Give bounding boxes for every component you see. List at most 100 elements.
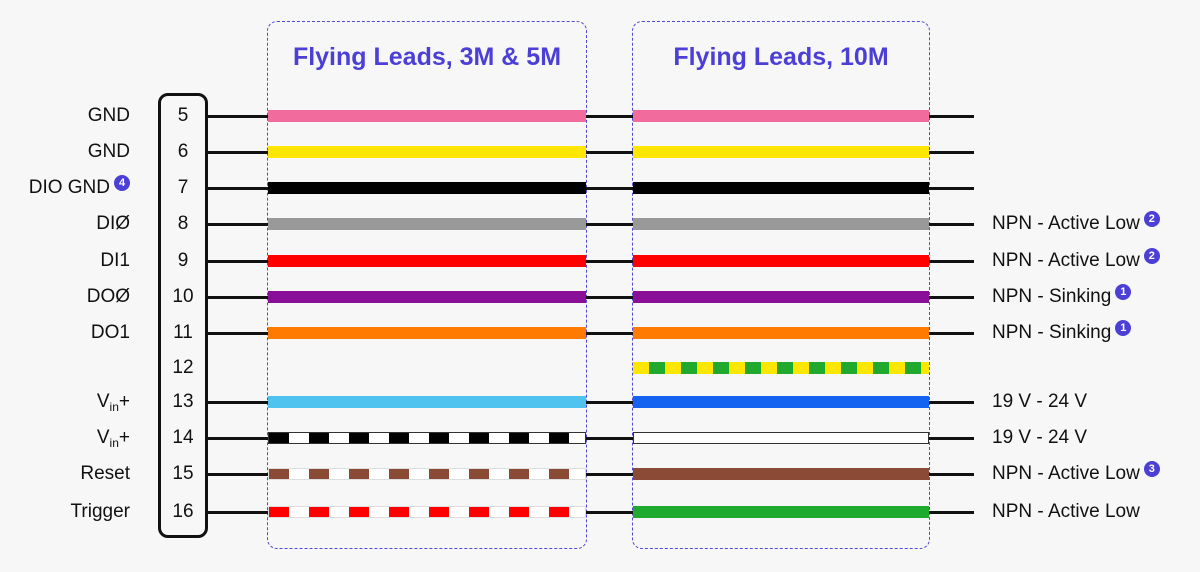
connector-line bbox=[208, 296, 270, 299]
pin-number: 6 bbox=[177, 141, 189, 162]
wire-10m bbox=[633, 182, 929, 194]
wire-10m bbox=[633, 291, 929, 303]
pin-number: 5 bbox=[177, 105, 189, 126]
signal-type-text: NPN - Active Low bbox=[992, 213, 1140, 234]
signal-type-text: NPN - Active Low bbox=[992, 250, 1140, 271]
wire-10m bbox=[633, 506, 929, 518]
wire-10m bbox=[633, 362, 929, 374]
wire-3m-5m bbox=[268, 291, 586, 303]
pin-signal-label: GND bbox=[88, 132, 130, 172]
signal-type-text: 19 V - 24 V bbox=[992, 391, 1088, 412]
connector-line bbox=[585, 437, 635, 440]
pin-signal-text: DIO GND bbox=[28, 177, 110, 198]
signal-type-text: NPN - Active Low bbox=[992, 501, 1140, 522]
connector-line bbox=[585, 223, 635, 226]
right-panel-title: Flying Leads, 10M bbox=[673, 43, 889, 71]
connector-line bbox=[208, 332, 270, 335]
pin-number: 8 bbox=[177, 213, 189, 234]
pin-signal-text: Trigger bbox=[70, 501, 130, 522]
connector-line bbox=[928, 223, 974, 226]
pin-signal-subscript: in bbox=[109, 400, 119, 414]
wire-10m bbox=[633, 146, 929, 158]
signal-type-label: 19 V - 24 V bbox=[992, 418, 1087, 458]
left-panel-frame bbox=[267, 21, 587, 549]
connector-line bbox=[585, 151, 635, 154]
pin-signal-text: DO1 bbox=[90, 322, 130, 343]
pin-number: 11 bbox=[173, 322, 193, 343]
connector-line bbox=[585, 511, 635, 514]
connector-line bbox=[208, 115, 270, 118]
signal-type-text: NPN - Sinking bbox=[992, 322, 1112, 343]
connector-line bbox=[928, 151, 974, 154]
connector-line bbox=[928, 437, 974, 440]
left-panel-title: Flying Leads, 3M & 5M bbox=[292, 43, 562, 71]
connector-line bbox=[585, 332, 635, 335]
wire-10m bbox=[633, 396, 929, 408]
connector-line bbox=[208, 223, 270, 226]
connector-line bbox=[585, 296, 635, 299]
pin-signal-label: DIØ bbox=[96, 204, 130, 244]
wire-3m-5m bbox=[268, 396, 586, 408]
pin-signal-text: DIØ bbox=[96, 213, 130, 234]
connector-line bbox=[585, 473, 635, 476]
pin-signal-text: V bbox=[96, 391, 110, 412]
wire-3m-5m bbox=[268, 506, 586, 518]
pin-number: 10 bbox=[172, 286, 194, 307]
connector-line bbox=[928, 511, 974, 514]
connector-line bbox=[208, 401, 270, 404]
connector-line bbox=[585, 401, 635, 404]
footnote-badge: 4 bbox=[114, 175, 130, 191]
signal-type-label: NPN - Active Low bbox=[992, 492, 1140, 532]
footnote-badge: 2 bbox=[1143, 211, 1160, 227]
connector-line bbox=[208, 437, 270, 440]
connector-line bbox=[208, 187, 270, 190]
pin-signal-suffix: + bbox=[118, 391, 130, 412]
connector-line bbox=[928, 332, 974, 335]
pin-number: 14 bbox=[172, 427, 194, 448]
pin-signal-text: DOØ bbox=[86, 286, 130, 307]
connector-line bbox=[928, 115, 974, 118]
pin-signal-text: Reset bbox=[80, 463, 130, 484]
pin-signal-suffix: + bbox=[118, 427, 130, 448]
wire-10m bbox=[633, 432, 929, 444]
connector-line bbox=[208, 511, 270, 514]
connector-line bbox=[928, 296, 974, 299]
connector-line bbox=[928, 473, 974, 476]
connector-line bbox=[585, 115, 635, 118]
pin-number: 7 bbox=[177, 177, 189, 198]
wire-3m-5m bbox=[268, 182, 586, 194]
pin-number: 15 bbox=[172, 463, 194, 484]
connector-line bbox=[208, 473, 270, 476]
wire-row: 12 bbox=[0, 348, 1200, 388]
pin-signal-text: DI1 bbox=[100, 250, 130, 271]
wire-3m-5m bbox=[268, 255, 586, 267]
wire-10m bbox=[633, 255, 929, 267]
pin-signal-label: GND bbox=[88, 96, 130, 136]
footnote-badge: 3 bbox=[1143, 461, 1160, 477]
pin-signal-label: DI1 bbox=[100, 241, 130, 281]
connector-line bbox=[208, 260, 270, 263]
connector-line bbox=[585, 260, 635, 263]
connector-line bbox=[928, 187, 974, 190]
wire-row: GND 6 bbox=[0, 132, 1200, 172]
footnote-badge: 2 bbox=[1143, 248, 1160, 264]
pin-signal-text: V bbox=[96, 427, 110, 448]
connector-line bbox=[928, 260, 974, 263]
pin-number: 12 bbox=[172, 357, 194, 378]
wire-3m-5m bbox=[268, 110, 586, 122]
signal-type-text: 19 V - 24 V bbox=[992, 427, 1088, 448]
pin-signal-label: Trigger bbox=[71, 492, 130, 532]
pin-signal-label: Reset bbox=[80, 454, 130, 494]
connector-line bbox=[208, 151, 270, 154]
